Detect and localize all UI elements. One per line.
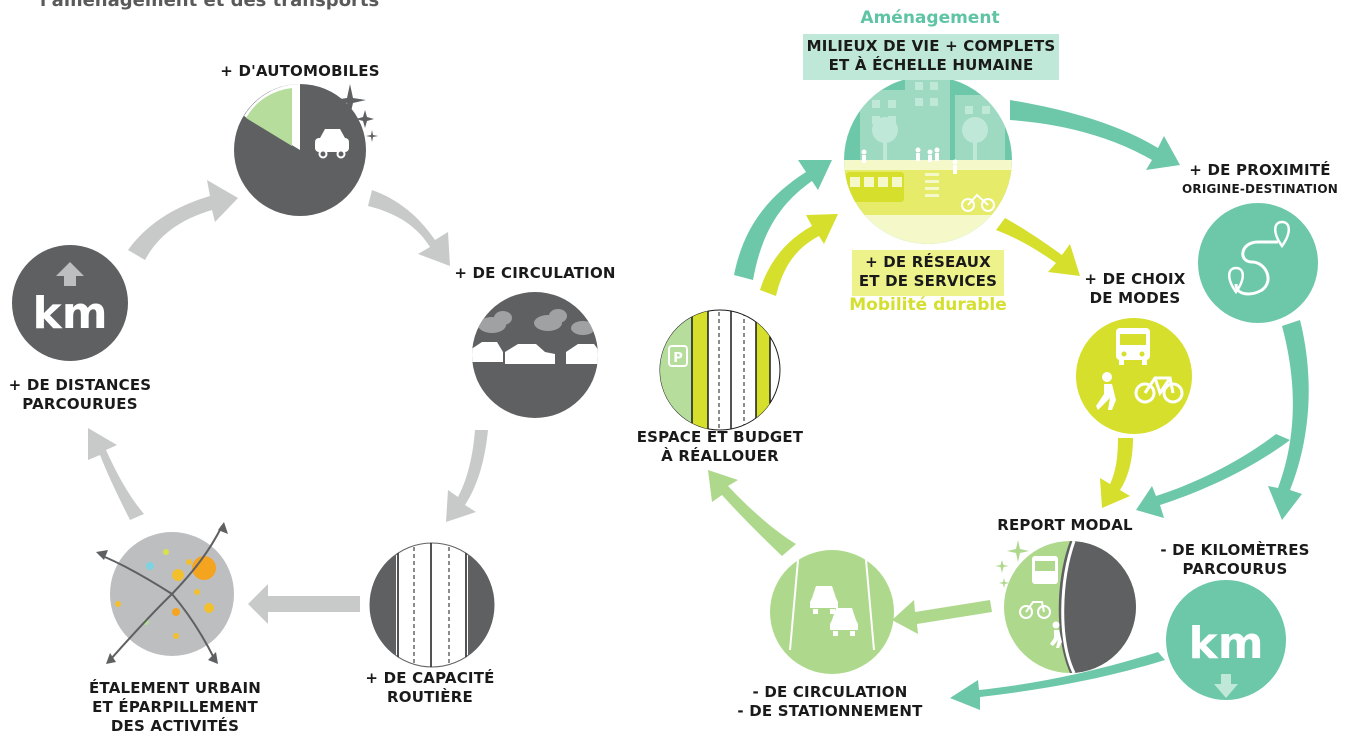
pin-icon-start xyxy=(1228,266,1244,295)
down-arrow-icon xyxy=(1214,674,1238,698)
circulation-node xyxy=(472,292,598,418)
km-icon-left: km xyxy=(32,288,107,339)
label-reseaux: + DE RÉSEAUX ET DE SERVICES xyxy=(858,253,998,290)
capacite-node xyxy=(369,542,495,668)
label-proximite: + DE PROXIMITÉ ORIGINE-DESTINATION xyxy=(1182,161,1338,196)
circ-stat-node xyxy=(770,550,894,674)
smog-icon xyxy=(478,309,595,335)
arrow-circulation-to-capacite xyxy=(446,430,488,522)
bike-icon xyxy=(1134,376,1184,404)
espace-node: P xyxy=(659,309,781,431)
automobiles-pie-green-slice xyxy=(246,88,292,146)
pedestrians-icon xyxy=(861,147,958,174)
arrow-capacite-to-etalement xyxy=(248,584,360,624)
label-kilometres: - DE KILOMÈTRES PARCOURUS xyxy=(1160,541,1310,578)
report-modal-node xyxy=(995,540,1136,674)
arrow-espace-to-amenagement xyxy=(734,160,832,280)
etalement-node xyxy=(96,522,234,664)
arrow-etalement-to-distances xyxy=(88,428,144,520)
parking-icon: P xyxy=(668,345,688,367)
walker-report-icon xyxy=(1050,621,1062,648)
km-icon-right: km xyxy=(1188,618,1263,669)
arrow-proximite-to-kilometres xyxy=(1268,320,1309,520)
bus-mode-icon xyxy=(1116,328,1150,365)
kilometres-node: km xyxy=(1166,580,1286,700)
bus-icon xyxy=(846,172,904,202)
automobiles-node xyxy=(234,84,378,216)
amenagement-node xyxy=(844,76,1012,244)
milieux-box xyxy=(803,34,1059,80)
arrow-kilometres-to-circulation xyxy=(950,652,1165,710)
arrow-amenagement-to-choix xyxy=(996,218,1080,276)
cyclist-icon xyxy=(961,193,995,212)
proximite-node xyxy=(1198,203,1318,323)
arrow-choix-to-report xyxy=(1100,438,1133,508)
up-arrow-icon xyxy=(56,262,84,286)
arrow-automobiles-to-circulation xyxy=(368,190,450,266)
route-path-icon xyxy=(1234,240,1278,296)
bus-report-icon xyxy=(1032,556,1058,584)
reseaux-box xyxy=(852,250,1004,296)
label-distances: + DE DISTANCES PARCOURUES xyxy=(8,376,152,413)
label-circulation: + DE CIRCULATION xyxy=(454,264,616,282)
arrow-distances-to-automobiles xyxy=(128,180,238,260)
right-cycle-arrows xyxy=(708,100,1309,710)
walker-icon xyxy=(1096,372,1116,410)
label-milieux: MILIEUX DE VIE + COMPLETS ET À ÉCHELLE H… xyxy=(806,37,1056,74)
label-report-modal: REPORT MODAL xyxy=(997,516,1133,534)
arrow-amenagement-to-proximite xyxy=(1010,100,1180,170)
spread-arrows-icon xyxy=(99,525,223,661)
sparkle-report-icon xyxy=(995,540,1029,588)
svg-text:P: P xyxy=(673,351,683,366)
choix-node xyxy=(1076,318,1192,434)
label-capacite: + DE CAPACITÉ ROUTIÈRE xyxy=(365,669,495,706)
label-mobilite: Mobilité durable xyxy=(849,295,1007,315)
label-amenagement-header: Aménagement xyxy=(860,8,1000,28)
pin-icon-end xyxy=(1274,220,1290,249)
arrow-espace-to-amenagement-lime xyxy=(760,214,838,296)
traffic-cars-icon xyxy=(472,342,598,364)
label-automobiles: + D'AUTOMOBILES xyxy=(220,62,380,80)
sparkle-icon xyxy=(334,84,378,142)
car-icon xyxy=(315,129,349,159)
left-cycle-arrows xyxy=(88,180,488,624)
arrow-circulation-to-espace xyxy=(708,470,796,556)
bike-report-icon xyxy=(1019,601,1051,619)
arrow-report-to-circulation xyxy=(892,600,992,634)
label-etalement: ÉTALEMENT URBAIN ET ÉPARPILLEMENT DES AC… xyxy=(88,679,262,735)
label-espace: ESPACE ET BUDGET À RÉALLOUER xyxy=(636,428,804,465)
distances-node: km xyxy=(12,245,128,361)
dots xyxy=(115,549,216,639)
diagram-title: l'aménagement et des transports xyxy=(40,0,380,11)
arrow-proximite-to-report xyxy=(1136,434,1290,518)
cars-icon xyxy=(810,586,858,636)
label-circ-stat: - DE CIRCULATION - DE STATIONNEMENT xyxy=(737,683,923,720)
label-choix: + DE CHOIX DE MODES xyxy=(1084,270,1186,307)
